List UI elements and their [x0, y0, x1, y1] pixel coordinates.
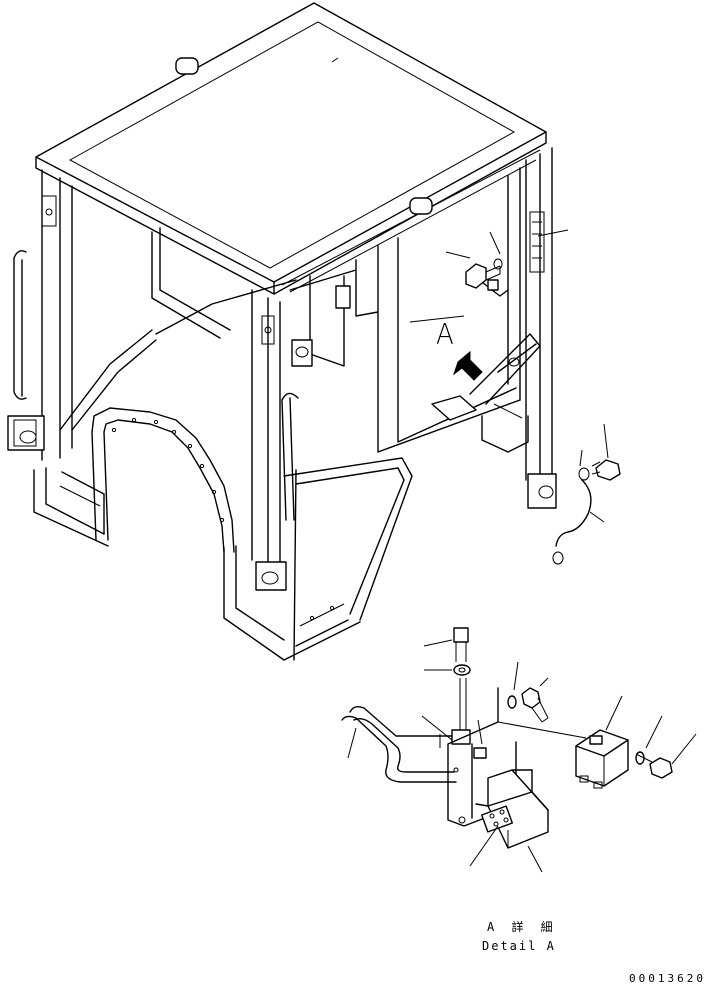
detail-title: A 詳 細: [487, 920, 558, 934]
cab-frame: [7, 147, 557, 661]
drawing-number: 00013620: [629, 972, 706, 985]
view-a-label: A: [436, 318, 454, 352]
window-bolt: [445, 229, 569, 291]
view-a-arrow: [409, 315, 483, 381]
detail-subtitle: Detail A: [482, 939, 556, 953]
cab-roof: [35, 2, 547, 295]
ground-wire: [552, 423, 621, 565]
detail-a-parts: [341, 627, 697, 873]
